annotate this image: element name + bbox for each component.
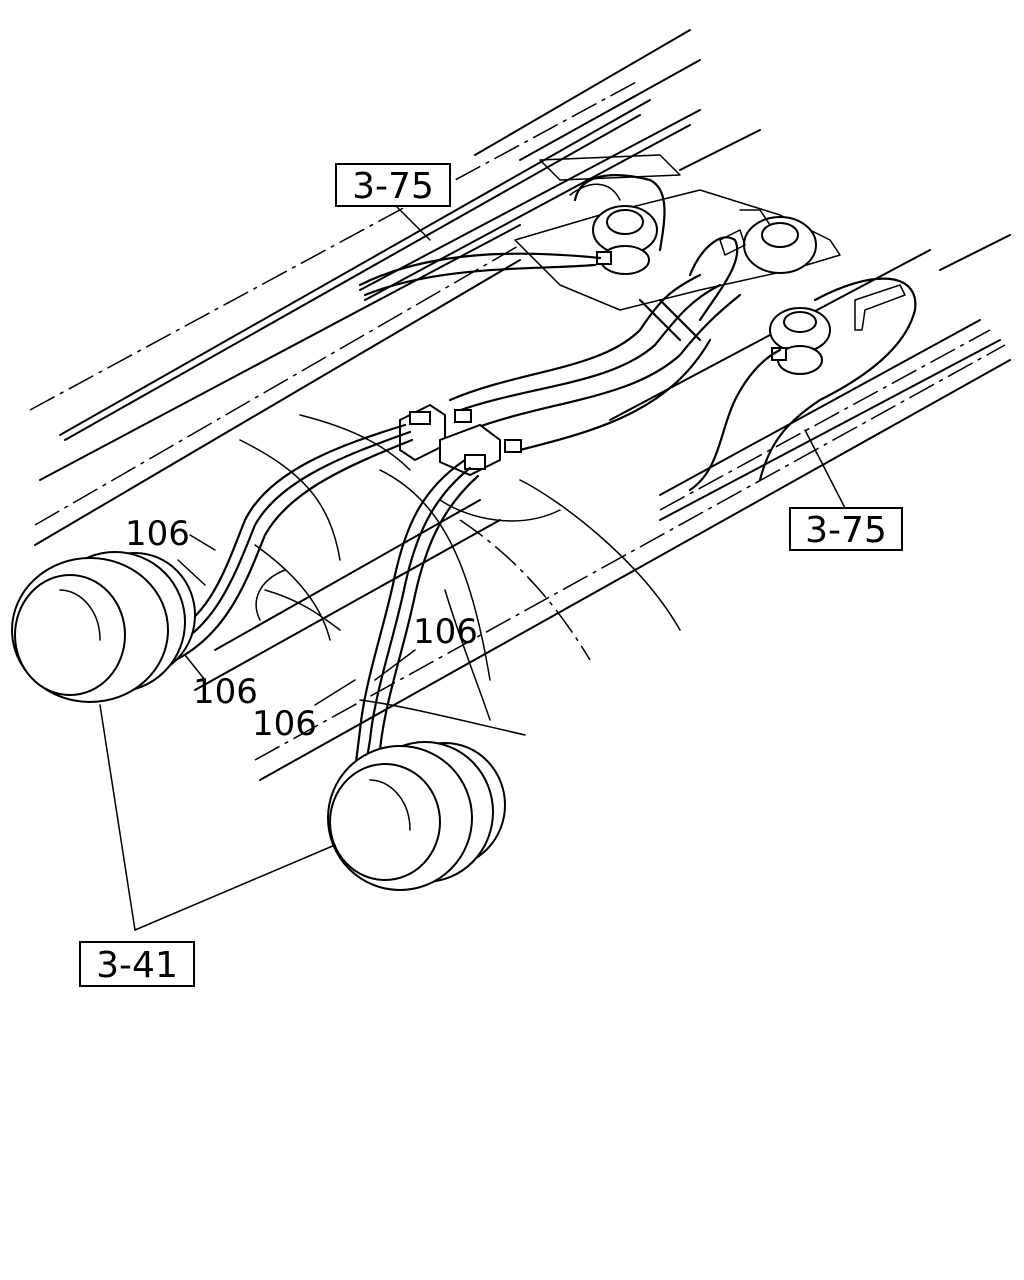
reference-label-right: 3-75 — [805, 510, 887, 551]
part-label-106-b: 106 — [193, 672, 258, 712]
reference-label-top: 3-75 — [352, 166, 434, 207]
part-label-106-a: 106 — [125, 514, 190, 554]
part-label-106-c: 106 — [413, 612, 478, 652]
chamber-hoses — [144, 423, 480, 772]
leader-lines — [99, 204, 846, 931]
part-label-106-d: 106 — [252, 704, 317, 744]
reference-box-bottom[interactable]: 3-41 — [79, 941, 195, 987]
reference-box-right[interactable]: 3-75 — [789, 507, 903, 551]
valve-assembly — [514, 154, 906, 375]
reference-box-top[interactable]: 3-75 — [335, 163, 451, 207]
frame-rails — [29, 29, 1011, 781]
junction-blocks — [399, 403, 522, 477]
brake-chamber-right — [327, 741, 506, 891]
reference-label-bottom: 3-41 — [96, 945, 178, 986]
brake-pipes — [358, 174, 917, 492]
brake-chamber-left — [11, 551, 196, 703]
